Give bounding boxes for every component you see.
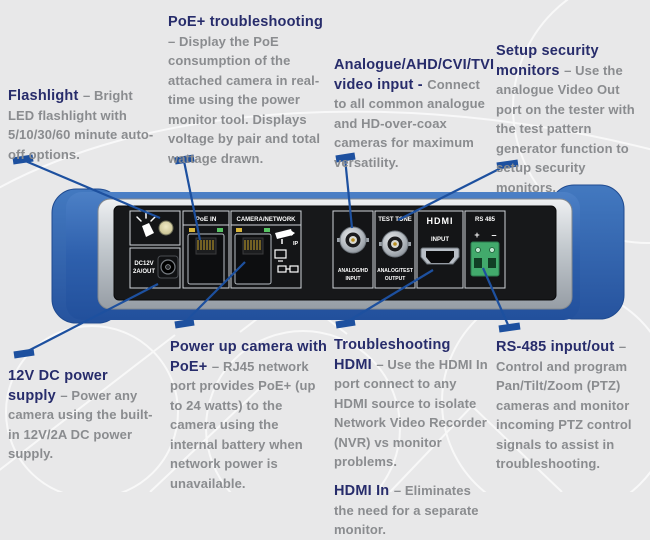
analog-input-label2: INPUT — [346, 276, 361, 282]
poe-in-label: PoE IN — [196, 216, 217, 223]
leader-rs485 — [481, 267, 521, 333]
net-led-green — [264, 228, 270, 232]
callout-rs485: RS-485 input/out – Control and program P… — [496, 337, 648, 474]
callout-dc-power: 12V DC power supply – Power any camera u… — [8, 366, 160, 464]
rs485-label: RS 485 — [475, 217, 496, 223]
dc-label: DC12V — [134, 261, 153, 267]
callout-rs485-body: – Control and program Pan/Tilt/Zoom (PTZ… — [496, 339, 632, 472]
leader-poe-power — [174, 261, 246, 329]
net-led-yellow — [236, 228, 242, 232]
bnc-input-connector — [337, 226, 369, 254]
callout-flashlight-body: – Bright LED flashlight with 5/10/30/60 … — [8, 88, 154, 162]
hdmi-input-label: INPUT — [431, 237, 449, 243]
poe-in-module: PoE IN — [182, 210, 230, 289]
callout-flashlight-heading: Flashlight — [8, 88, 79, 104]
rj45-port-poe — [187, 233, 225, 285]
callout-poe-troubleshooting-heading: PoE+ troubleshooting — [168, 14, 324, 30]
leader-poe-troubleshooting — [174, 154, 202, 241]
callout-poe-power-body: – RJ45 network port provides PoE+ (up to… — [170, 358, 316, 491]
analog-output-label: ANALOG/TEST — [377, 268, 413, 274]
camera-network-module: CAMERA/NETWORK IP — [230, 210, 302, 289]
flashlight-icon — [136, 212, 156, 237]
cctv-tester-device: DC12V 2A/OUT PoE IN — [51, 184, 625, 324]
tester-device-illustration: DC12V 2A/OUT PoE IN — [0, 0, 650, 492]
monitor-icon — [274, 249, 287, 262]
dc-jack — [157, 255, 179, 279]
led-lens — [158, 220, 174, 236]
analog-output-module: TEST TONE ANALOG/TEST OUTPUT — [374, 210, 416, 289]
rs485-plus: + — [474, 230, 479, 240]
analog-input-label: ANALOG/HD — [338, 268, 369, 274]
hdmi-logo: HDMI — [427, 216, 454, 226]
leader-lines — [12, 152, 521, 359]
callout-poe-troubleshooting-body: – Display the PoE consumption of the att… — [168, 33, 321, 166]
poe-led-green — [217, 228, 223, 232]
leader-analogue-input — [335, 152, 356, 229]
leader-dc-power — [13, 283, 159, 359]
callout-dc-power-heading: 12V DC power supply — [8, 368, 108, 404]
leader-flashlight — [12, 154, 161, 220]
rs485-terminal-block — [470, 241, 500, 277]
rj45-port-camera — [234, 233, 272, 285]
callout-poe-power-heading: Power up camera with PoE+ — [170, 339, 328, 375]
hdmi-module: HDMI INPUT — [416, 210, 464, 289]
test-tone-label: TEST TONE — [378, 217, 412, 223]
dc-label2: 2A/OUT — [133, 269, 155, 275]
leader-setup-monitors — [397, 159, 519, 221]
callout-setup-monitors-body: – Use the analogue Video Out port on the… — [496, 62, 635, 195]
bnc-output-connector — [379, 230, 411, 258]
analog-input-module: ANALOG/HD INPUT — [332, 210, 374, 289]
callout-hdmi-troubleshooting-heading: Troubleshooting HDMI — [334, 337, 451, 373]
callout-setup-monitors-heading: Setup security monitors — [496, 43, 599, 79]
rs485-module: RS 485 + – — [464, 210, 506, 289]
dc-power-module: DC12V 2A/OUT — [129, 247, 181, 289]
network-icon — [277, 265, 299, 273]
callout-dc-power-body: – Power any camera using the built-in 12… — [8, 387, 153, 462]
callout-poe-troubleshooting: PoE+ troubleshooting – Display the PoE c… — [168, 12, 326, 168]
callout-analogue-input-heading: Analogue/AHD/CVI/TVI video input - — [334, 57, 495, 93]
callout-analogue-input: Analogue/AHD/CVI/TVI video input - Conne… — [334, 55, 494, 172]
callout-hdmi: Troubleshooting HDMI – Use the HDMI In p… — [334, 335, 492, 540]
ip-camera-icon: IP — [275, 229, 299, 247]
hdmi-port — [420, 247, 460, 265]
callout-hdmi-in-heading: HDMI In — [334, 482, 390, 499]
analog-output-label2: OUTPUT — [385, 276, 406, 282]
callout-analogue-input-body: Connect to all common analogue and HD-ov… — [334, 76, 485, 170]
callout-hdmi-troubleshooting-body: – Use the HDMI In port connect to any HD… — [334, 356, 488, 470]
callout-poe-power: Power up camera with PoE+ – RJ45 network… — [170, 337, 328, 493]
ip-label: IP — [293, 241, 299, 247]
camera-network-label: CAMERA/NETWORK — [237, 217, 297, 223]
callout-rs485-heading: RS-485 input/out — [496, 339, 615, 355]
callout-setup-monitors: Setup security monitors – Use the analog… — [496, 41, 648, 197]
leader-hdmi-troubleshooting — [335, 269, 434, 329]
poe-led-yellow — [189, 228, 195, 232]
callout-flashlight: Flashlight – Bright LED flashlight with … — [8, 86, 160, 164]
rs485-minus: – — [491, 230, 496, 240]
